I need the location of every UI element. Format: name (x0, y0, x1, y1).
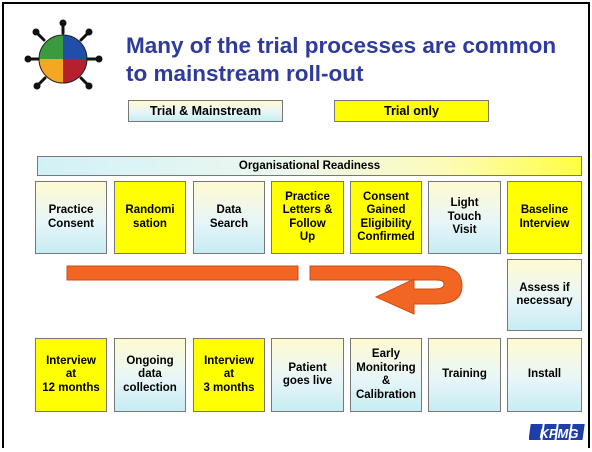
process-label: Interview at 12 months (42, 354, 100, 394)
process-label: Assess if necessary (516, 281, 573, 308)
process-label: Early Monitoring & Calibration (355, 348, 417, 401)
legend-trial-only: Trial only (334, 100, 489, 122)
process-practice-letters: Practice Letters & Follow Up (271, 181, 344, 254)
process-install: Install (507, 338, 582, 412)
process-label: Consent Gained Eligibility Confirmed (357, 190, 415, 244)
process-randomisation: Randomi sation (114, 181, 186, 254)
process-interview-12-months: Interview at 12 months (35, 338, 107, 412)
process-label: Interview at 3 months (203, 354, 255, 394)
process-label: Light Touch Visit (447, 197, 482, 237)
process-data-search: Data Search (193, 181, 265, 254)
process-label: Baseline Interview (519, 204, 570, 230)
flow-arrows (66, 265, 463, 315)
circle-logo-icon (24, 19, 103, 90)
process-label: Randomi sation (125, 204, 175, 230)
process-interview-3-months: Interview at 3 months (193, 338, 265, 412)
legend-trial-and-mainstream: Trial & Mainstream (128, 100, 283, 122)
process-label: Data Search (209, 204, 249, 230)
process-label: Patient goes live (282, 361, 333, 388)
process-assess-if-necessary: Assess if necessary (507, 259, 582, 331)
process-patient-goes-live: Patient goes live (271, 338, 344, 412)
kpmg-logo-text: KPMG (540, 426, 579, 441)
process-label: Practice Consent (48, 204, 94, 230)
process-practice-consent: Practice Consent (35, 181, 107, 254)
process-label: Practice Letters & Follow Up (282, 190, 333, 244)
process-consent-gained: Consent Gained Eligibility Confirmed (350, 181, 422, 254)
process-ongoing-data-collection: Ongoing data collection (114, 338, 186, 412)
process-label: Ongoing data collection (123, 354, 177, 394)
process-label: Install (527, 368, 562, 381)
flow-arrow-left-bar (66, 265, 299, 281)
slide-title: Many of the trial processes are common t… (126, 33, 557, 86)
process-training: Training (428, 338, 501, 412)
organisational-readiness-bar: Organisational Readiness (37, 156, 582, 176)
process-label: Training (442, 368, 487, 381)
kpmg-logo-icon: KPMG (529, 424, 585, 441)
process-early-monitoring: Early Monitoring & Calibration (350, 338, 422, 412)
u-turn-arrow-icon (309, 265, 463, 315)
process-light-touch-visit: Light Touch Visit (428, 181, 501, 254)
process-baseline-interview: Baseline Interview (507, 181, 582, 254)
